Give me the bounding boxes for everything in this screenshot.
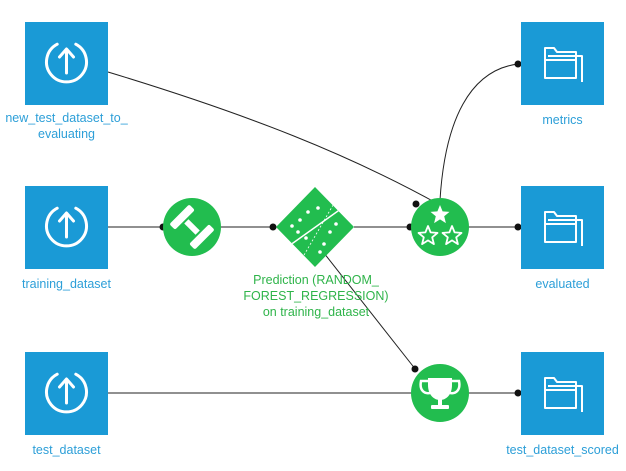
stars-icon: [417, 205, 463, 246]
recipe-score[interactable]: [411, 364, 469, 422]
edge-dot: [514, 223, 522, 231]
dataset-box[interactable]: [521, 186, 604, 269]
dataset-metrics[interactable]: metrics: [521, 22, 604, 127]
dataset-test-dataset[interactable]: test_dataset: [25, 352, 108, 457]
recipe-label: FOREST_REGRESSION): [243, 289, 388, 303]
edge-dot: [411, 365, 419, 373]
dataset-label: new_test_dataset_to_: [5, 111, 128, 125]
recipe-label: on training_dataset: [263, 305, 370, 319]
upload-icon: [45, 206, 88, 248]
edge-new-test-to-evaluate: [107, 71, 441, 206]
dataset-label: test_dataset: [32, 443, 101, 457]
edge-evaluate-to-metrics: [439, 63, 519, 201]
folder-icon: [544, 47, 583, 82]
edge-dot: [514, 60, 522, 68]
dataset-label: test_dataset_scored: [506, 443, 619, 457]
edge-dot: [412, 200, 420, 208]
trophy-icon: [419, 378, 461, 409]
dataset-training-dataset[interactable]: training_dataset: [22, 186, 112, 291]
dataset-box[interactable]: [521, 352, 604, 435]
recipe-evaluate[interactable]: [411, 198, 469, 256]
dataset-box[interactable]: [521, 22, 604, 105]
dataset-new-test-dataset-to-evaluating[interactable]: new_test_dataset_to_ evaluating: [5, 22, 129, 141]
dumbbell-icon: [170, 205, 214, 249]
model-diamond-icon: [285, 199, 346, 263]
dataset-label: metrics: [542, 113, 582, 127]
dataset-evaluated[interactable]: evaluated: [521, 186, 604, 291]
edge-dot: [514, 389, 522, 397]
edge-model-to-score: [319, 247, 417, 371]
upload-icon: [45, 372, 88, 414]
dataset-test-dataset-scored[interactable]: test_dataset_scored: [506, 352, 619, 457]
upload-icon: [45, 42, 88, 84]
dataset-label: evaluated: [535, 277, 589, 291]
folder-icon: [544, 377, 583, 412]
recipe-label: Prediction (RANDOM_: [253, 273, 380, 287]
dataset-label: training_dataset: [22, 277, 111, 291]
recipe-train[interactable]: [163, 198, 221, 256]
edge-dot: [269, 223, 277, 231]
recipe-prediction-model[interactable]: Prediction (RANDOM_ FOREST_REGRESSION) o…: [243, 187, 389, 319]
flow-edges: [107, 60, 522, 397]
folder-icon: [544, 211, 583, 246]
dataset-label: evaluating: [38, 127, 95, 141]
